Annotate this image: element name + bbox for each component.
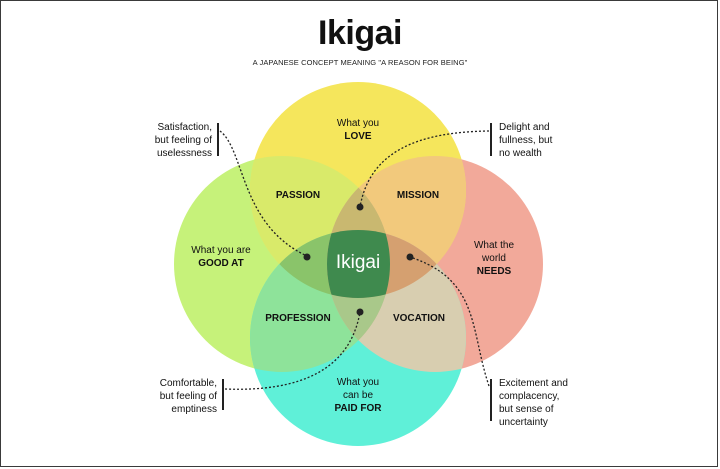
label-profession: PROFESSION: [265, 313, 331, 324]
label-ikigai-center: Ikigai: [335, 252, 381, 273]
connector-top-left: [219, 130, 308, 257]
label-mission: MISSION: [396, 190, 440, 201]
page-title: Ikigai: [318, 14, 402, 52]
label-love: What you LOVE: [336, 118, 380, 142]
connector-bottom-left: [224, 311, 361, 390]
annotation-bottom-left: Comfortable, but feeling of emptiness: [159, 378, 217, 415]
dot-top-right: [356, 203, 364, 211]
label-vocation: VOCATION: [392, 313, 446, 324]
annotation-top-right: Delight and fullness, but no wealth: [499, 122, 553, 159]
label-paid-for: What you can be PAID FOR: [334, 377, 382, 414]
dot-bottom-left: [356, 308, 364, 316]
page-subtitle: A JAPANESE CONCEPT MEANING "A REASON FOR…: [252, 58, 468, 67]
label-needs: What the world NEEDS: [473, 240, 515, 277]
annotation-top-left: Satisfaction, but feeling of uselessness: [154, 122, 212, 159]
label-passion: PASSION: [275, 190, 321, 201]
label-good-at: What you are GOOD AT: [191, 245, 251, 269]
dot-bottom-right: [406, 253, 414, 261]
connector-top-right: [359, 130, 490, 208]
dot-top-left: [303, 253, 311, 261]
annotation-bottom-right: Excitement and complacency, but sense of…: [499, 378, 568, 428]
connector-bottom-right: [409, 256, 490, 387]
